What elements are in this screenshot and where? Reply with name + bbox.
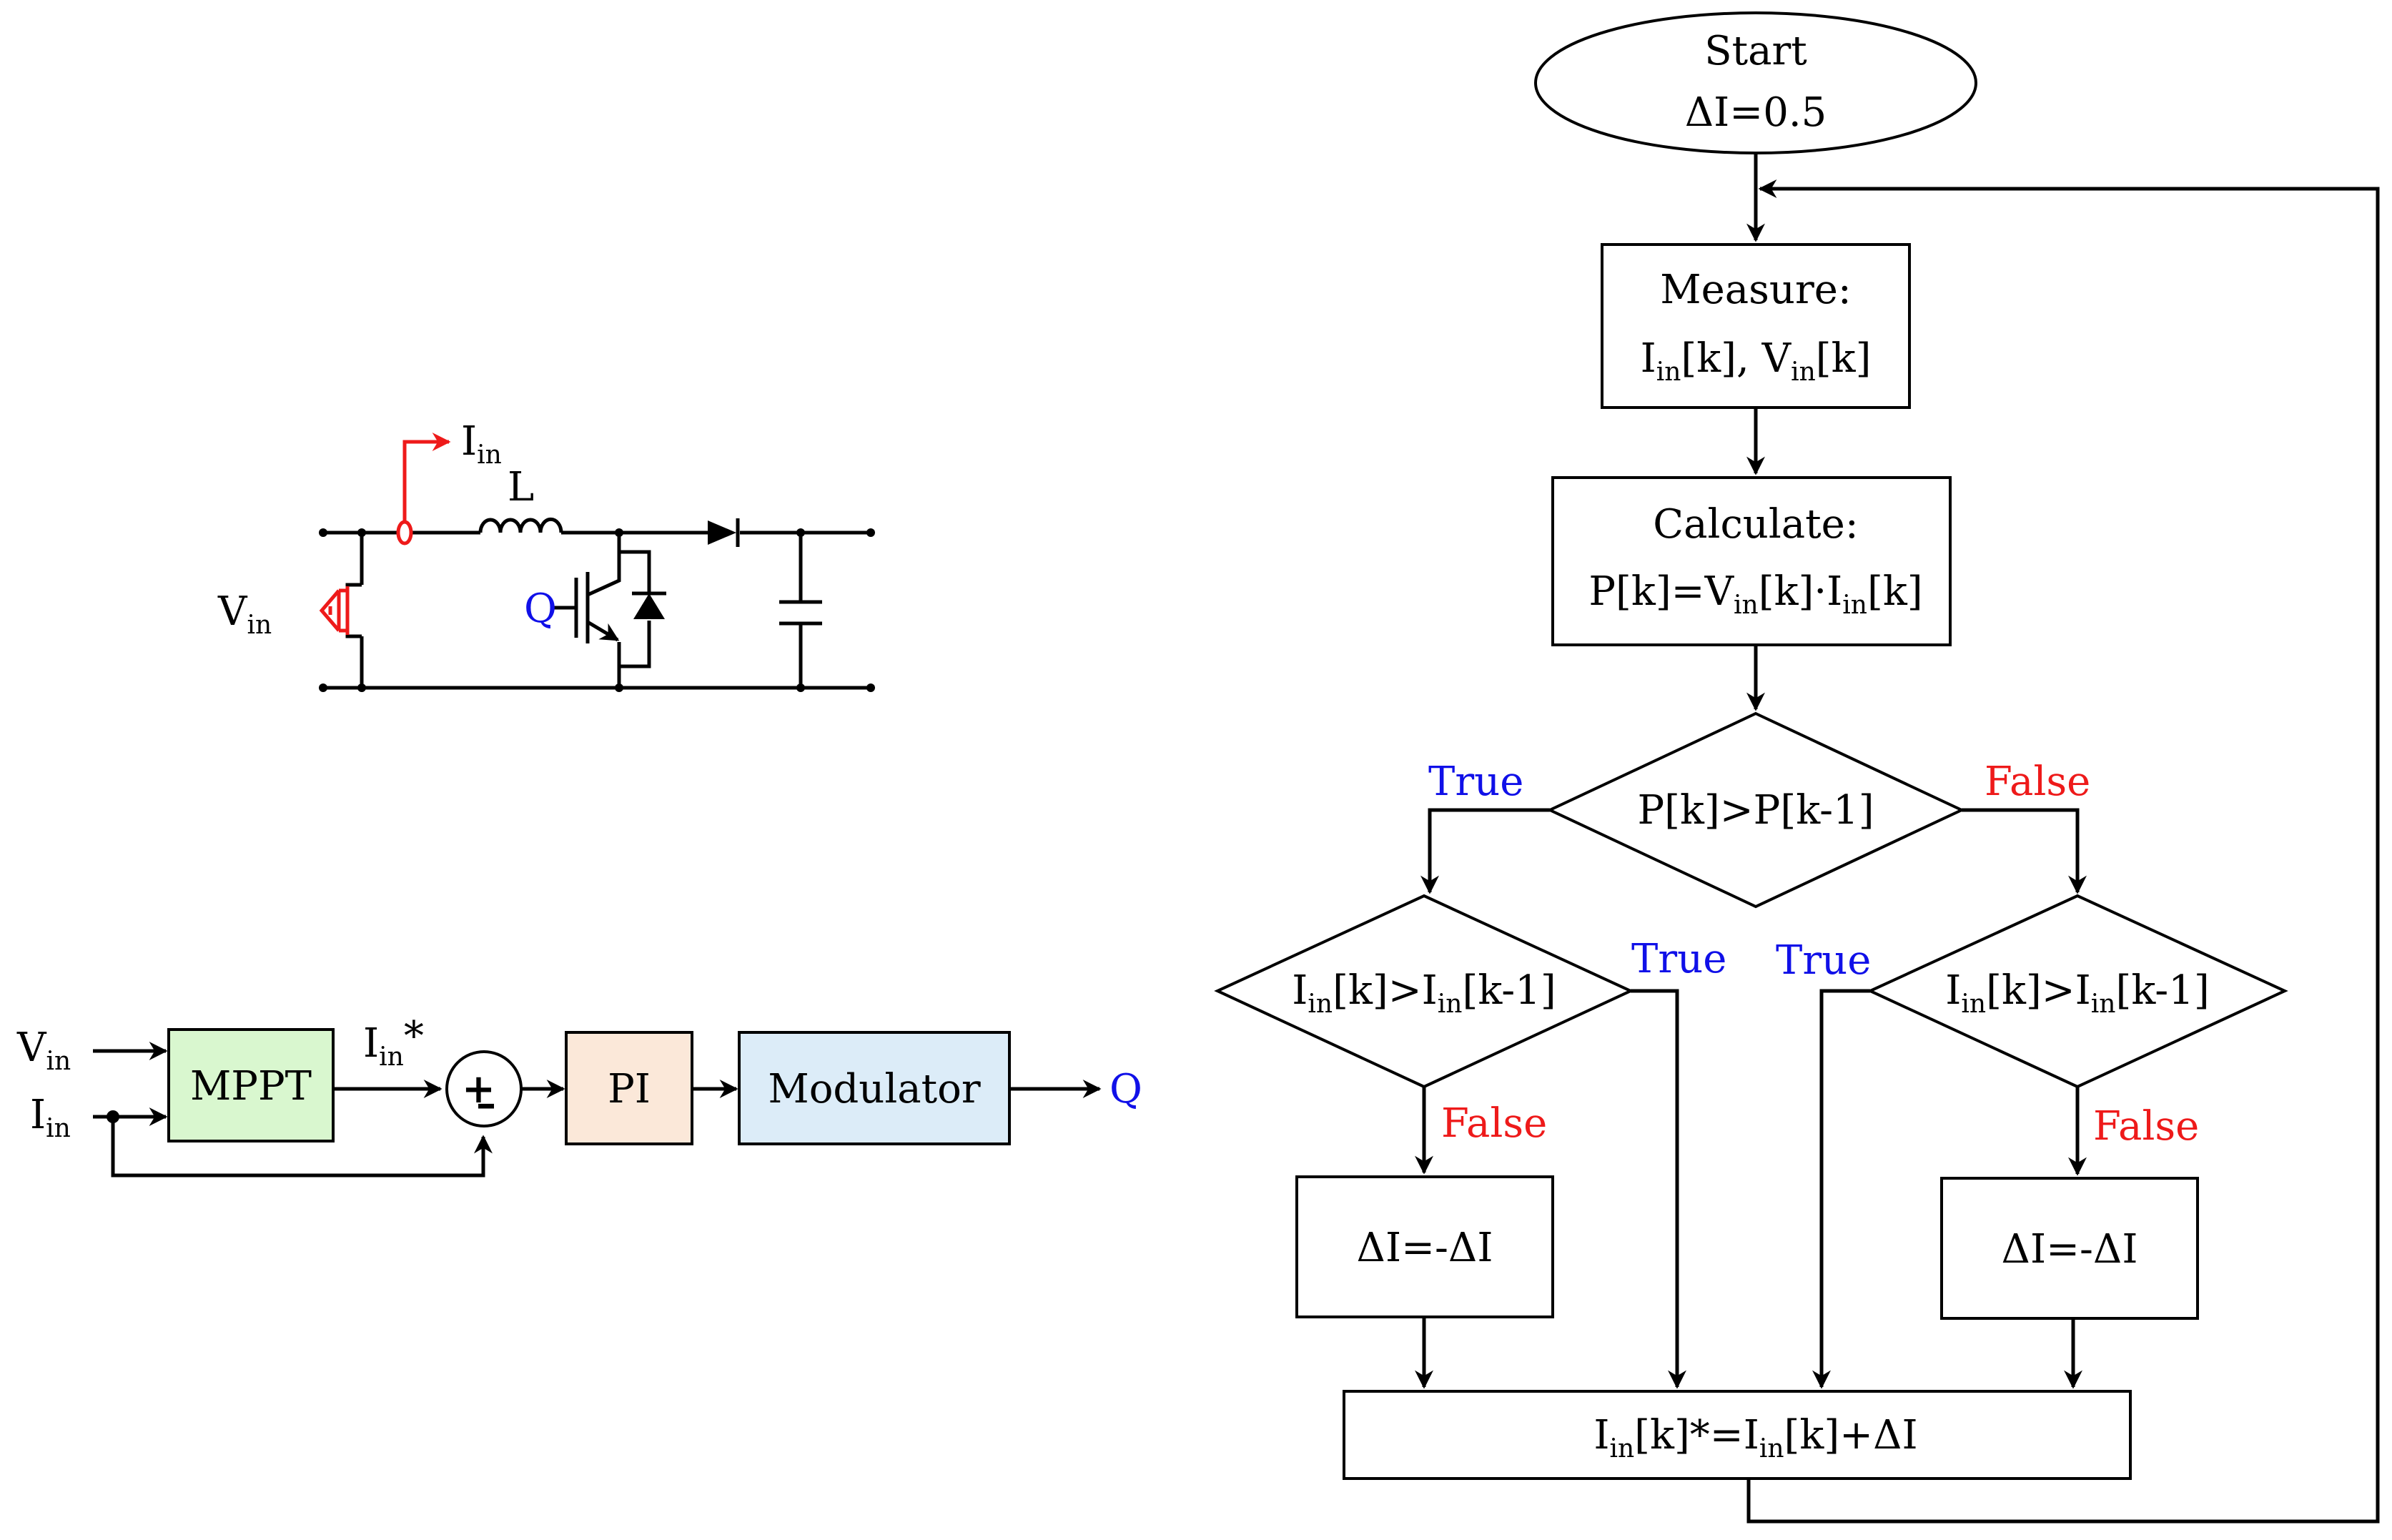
- terminal-dots: [319, 528, 875, 692]
- sum-minus-sign: –: [476, 1080, 496, 1127]
- modulator-label: Modulator: [768, 1066, 980, 1112]
- output-q-label: Q: [1109, 1066, 1142, 1112]
- negate-text-left: ΔI=-ΔI: [1357, 1225, 1493, 1271]
- negate-box-left: [1295, 1175, 1554, 1318]
- loop-back-path: [1746, 179, 2380, 1524]
- voltage-source-symbol: [319, 583, 362, 638]
- power-true-label: True: [1428, 759, 1523, 805]
- current-sensor-arrow: [396, 433, 451, 546]
- measure-signals: Iin[k], Vin[k]: [1641, 335, 1872, 387]
- control-input-v: Vin: [16, 1025, 71, 1076]
- power-true-path: [1420, 808, 1550, 894]
- current-decision-right-text: Iin[k]>Iin[k-1]: [1945, 967, 2209, 1019]
- right-true-path: [1812, 989, 1870, 1389]
- power-decision-diamond: [1546, 711, 1965, 909]
- update-formula: Iin[k]*=Iin[k]+ΔI: [1593, 1412, 1917, 1464]
- current-decision-left-text: Iin[k]>Iin[k-1]: [1292, 967, 1556, 1019]
- measure-title: Measure:: [1660, 267, 1851, 313]
- start-init: ΔI=0.5: [1685, 89, 1827, 136]
- measure-box: [1601, 243, 1911, 409]
- power-decision-text: P[k]>P[k-1]: [1637, 787, 1874, 834]
- modulator-block: [738, 1031, 1011, 1145]
- update-box: [1343, 1390, 2132, 1480]
- power-false-path: [1962, 808, 2087, 894]
- negate-text-right: ΔI=-ΔI: [2002, 1226, 2138, 1273]
- calculate-box: [1551, 476, 1952, 646]
- inductor-coil: [478, 517, 563, 533]
- left-false-label: False: [1441, 1100, 1547, 1147]
- calculate-title: Calculate:: [1653, 501, 1858, 548]
- mppt-flowchart: Start ΔI=0.5 Measure: Iin[k], Vin[k] Cal…: [1214, 11, 2380, 1524]
- boost-converter-circuit: Vin Iin L Q: [217, 418, 875, 692]
- mppt-label: MPPT: [190, 1063, 312, 1110]
- control-block-diagram: Vin Iin MPPT Iin* + – PI Modulator Q: [16, 1013, 1142, 1178]
- feedback-path: [111, 1117, 493, 1178]
- pi-label: PI: [608, 1066, 651, 1112]
- left-true-path: [1631, 989, 1686, 1389]
- negate-box-right: [1940, 1177, 2199, 1320]
- igbt-switch: [550, 533, 666, 688]
- right-false-label: False: [2093, 1103, 2199, 1150]
- calculate-formula: P[k]=Vin[k]·Iin[k]: [1588, 568, 1922, 620]
- output-diode: [708, 518, 740, 547]
- right-true-label: True: [1776, 937, 1871, 984]
- inductor-label: L: [508, 464, 534, 510]
- reference-label: Iin*: [363, 1013, 424, 1072]
- start-title: Start: [1704, 28, 1807, 74]
- iin-label: Iin: [461, 418, 502, 470]
- switch-label: Q: [524, 586, 557, 632]
- vin-label: Vin: [217, 588, 272, 640]
- left-true-label: True: [1631, 936, 1726, 982]
- control-input-i: Iin: [30, 1092, 71, 1143]
- mppt-block: [167, 1028, 335, 1142]
- output-capacitor: [779, 533, 822, 688]
- power-false-label: False: [1985, 759, 2090, 805]
- sum-plus-sign: +: [462, 1065, 495, 1112]
